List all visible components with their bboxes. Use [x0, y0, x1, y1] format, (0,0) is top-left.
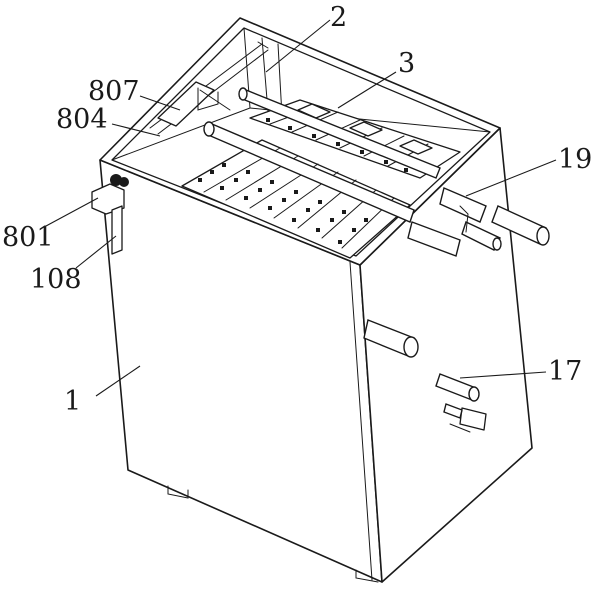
foot-front — [355, 569, 379, 583]
spray-pipes — [203, 87, 441, 223]
motor-801 — [91, 174, 129, 215]
motor-housing — [91, 183, 125, 215]
label-17: 17 — [548, 356, 582, 387]
label-3: 3 — [398, 48, 415, 79]
leader-804 — [111, 123, 161, 137]
label-801: 801 — [2, 222, 54, 253]
leader-801 — [45, 197, 99, 227]
leader-807 — [139, 95, 181, 111]
guide-plate — [111, 205, 123, 255]
plate-108 — [111, 205, 123, 255]
label-804: 804 — [56, 104, 108, 135]
inner-left-floor — [111, 107, 251, 161]
pipe-17 — [435, 373, 480, 402]
leader-3 — [337, 71, 397, 109]
leader-19 — [465, 159, 557, 197]
rail-assembly — [149, 41, 269, 135]
label-19: 19 — [558, 144, 592, 175]
front-edge-line — [349, 261, 373, 581]
leader-2 — [265, 19, 331, 73]
reference-labels: 2 3 807 804 19 801 108 1 17 — [2, 2, 592, 417]
label-1: 1 — [64, 386, 81, 417]
label-108: 108 — [30, 264, 82, 295]
leader-1 — [95, 365, 141, 397]
valve-lower — [443, 403, 487, 433]
leader-17 — [459, 371, 547, 379]
leader-lines — [45, 19, 557, 397]
foot-left — [167, 485, 189, 499]
leader-108 — [75, 235, 117, 269]
bracket — [197, 87, 219, 111]
slider-block — [157, 81, 215, 127]
label-2: 2 — [330, 2, 347, 33]
pipes-19 — [407, 187, 550, 257]
side-pipe-upper — [363, 319, 419, 358]
label-807: 807 — [88, 76, 140, 107]
